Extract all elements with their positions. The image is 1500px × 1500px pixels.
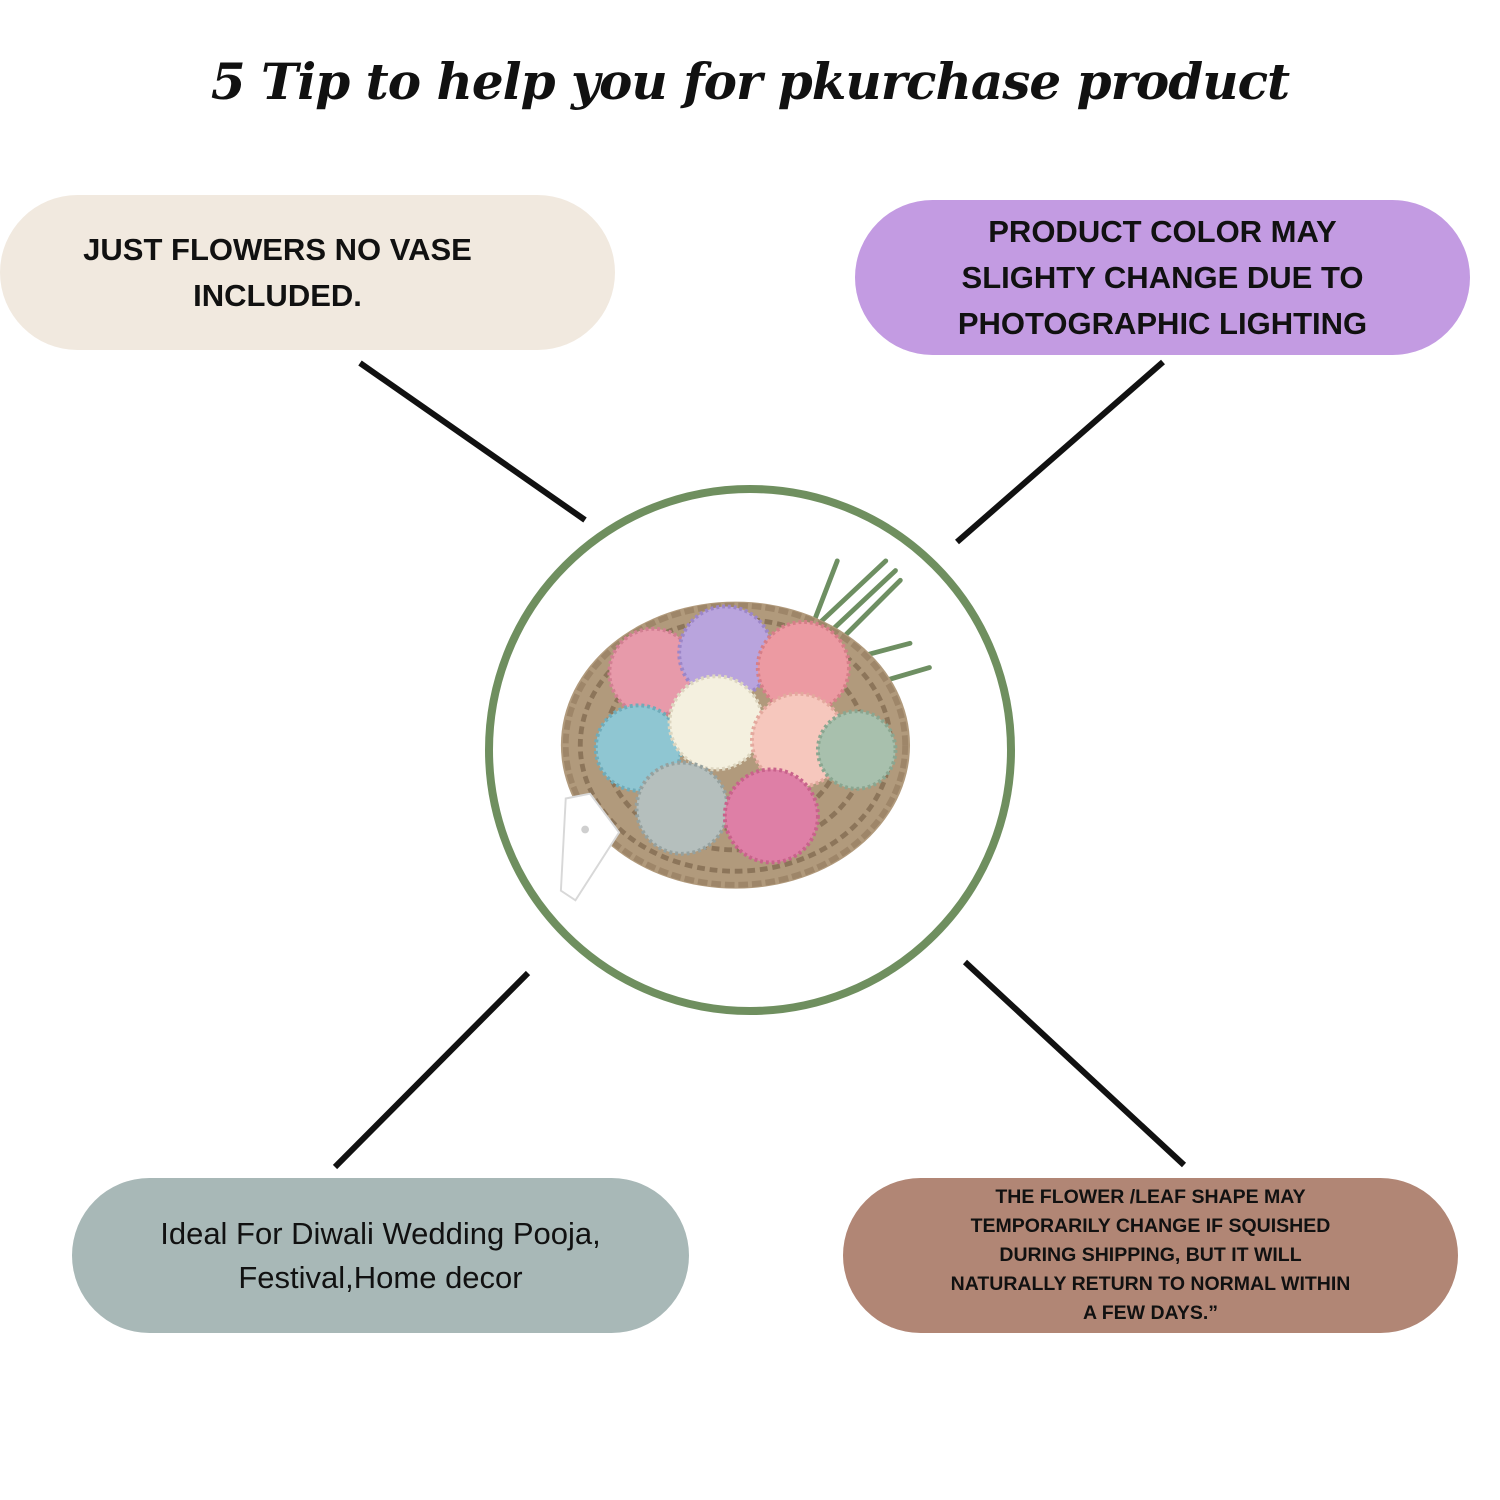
product-image-frame bbox=[485, 485, 1015, 1015]
tip-occasions-line1: Ideal For Diwali Wedding Pooja, bbox=[160, 1215, 601, 1251]
tip-ideal-occasions: Ideal For Diwali Wedding Pooja, Festival… bbox=[72, 1178, 689, 1333]
tag-icon bbox=[559, 792, 621, 902]
tip-no-vase-line2: INCLUDED. bbox=[193, 277, 362, 313]
tip-color-variation: PRODUCT COLOR MAY SLIGHTY CHANGE DUE TO … bbox=[855, 200, 1470, 355]
tip-color-line3: PHOTOGRAPHIC LIGHTING bbox=[957, 305, 1368, 341]
pompom-flowers bbox=[593, 604, 898, 865]
tip-shape-recovery: THE FLOWER /LEAF SHAPE MAY TEMPORARILY C… bbox=[843, 1178, 1458, 1333]
connector-top-right bbox=[955, 359, 1165, 545]
flower-bouquet-image bbox=[559, 558, 932, 902]
tip-occasions-line2: Festival,Home decor bbox=[238, 1259, 523, 1295]
tip-shape-text: THE FLOWER /LEAF SHAPE MAY TEMPORARILY C… bbox=[950, 1186, 1351, 1324]
tip-color-line1: PRODUCT COLOR MAY bbox=[988, 213, 1337, 249]
connector-bottom-right bbox=[962, 959, 1187, 1168]
connector-top-left bbox=[358, 360, 587, 523]
tip-no-vase-line1: JUST FLOWERS NO VASE bbox=[83, 231, 472, 267]
tip-no-vase: JUST FLOWERS NO VASE INCLUDED. bbox=[0, 195, 615, 350]
page-title: 5 Tip to help you for pkurchase product bbox=[210, 52, 1290, 111]
connector-bottom-left bbox=[332, 970, 531, 1170]
tip-color-line2: SLIGHTY CHANGE DUE TO bbox=[961, 259, 1364, 295]
